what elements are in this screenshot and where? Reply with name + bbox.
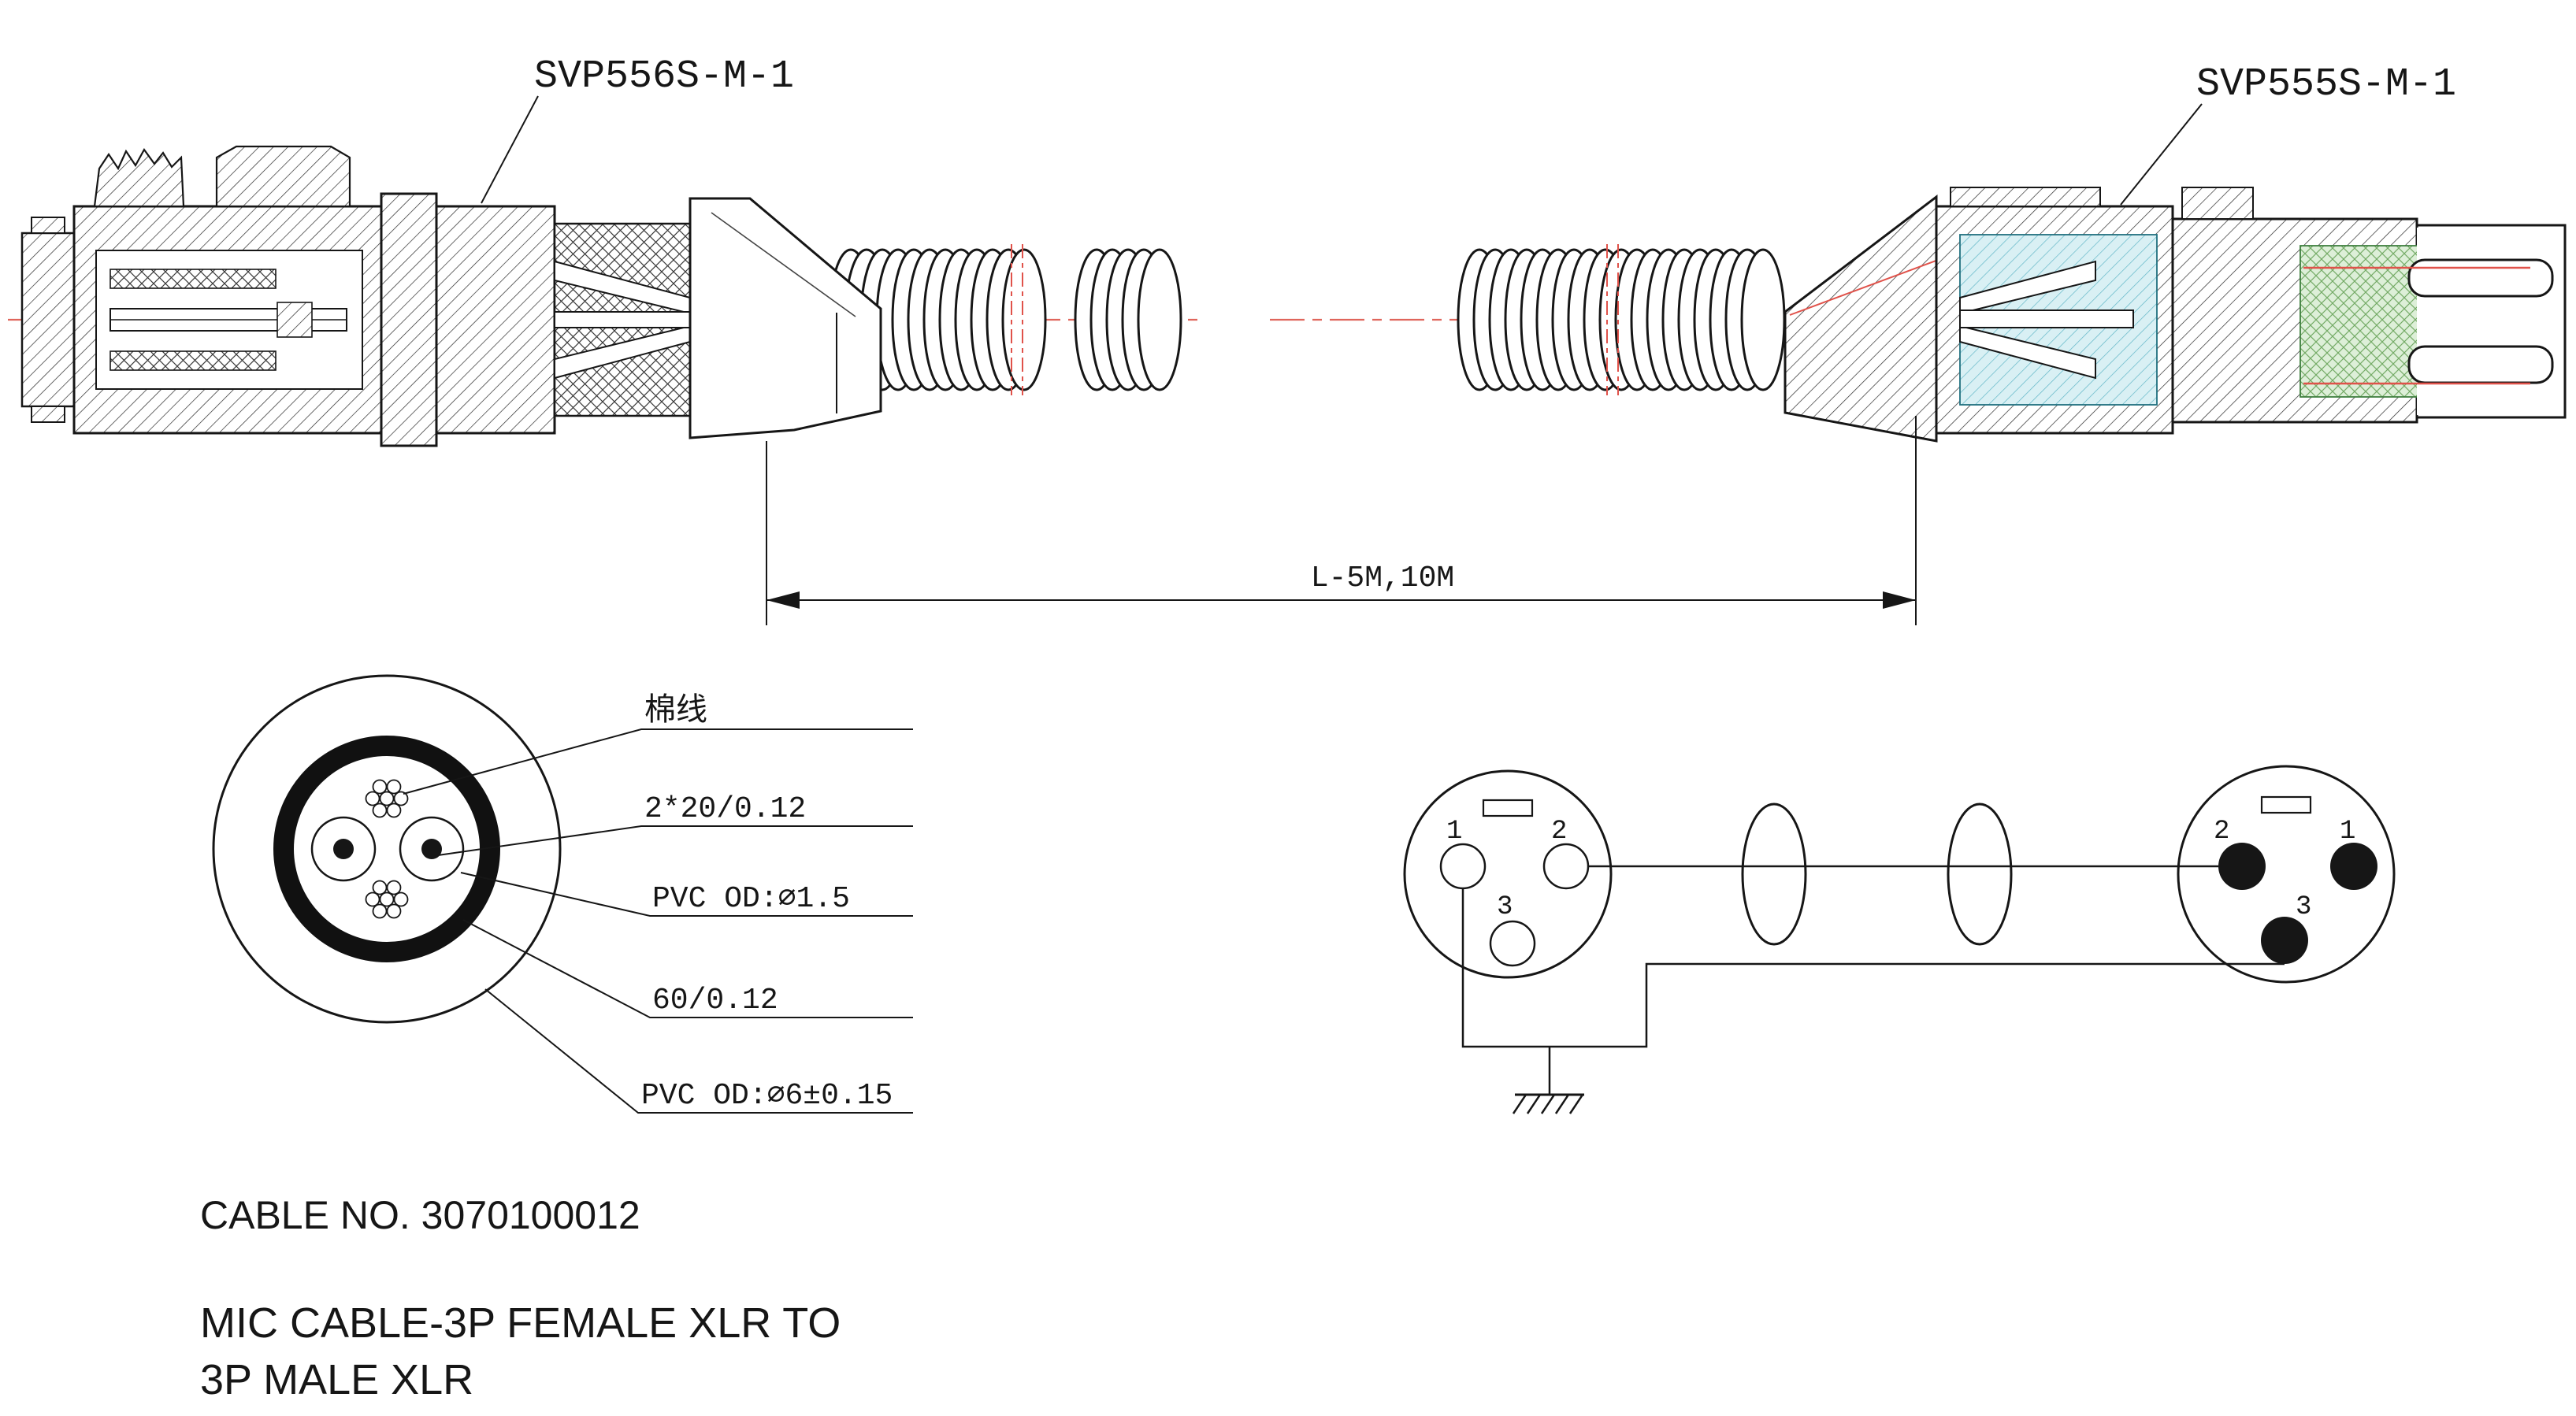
female-mid-body [435,205,556,435]
callout-pvc-od-6: PVC OD:∅6±0.15 [641,1079,893,1113]
male-pin-2 [2218,843,2266,890]
dim-arrow-left [766,591,800,609]
callout-leaders [403,728,913,1114]
length-dimension [766,416,1917,625]
male-pin-3 [2261,917,2308,964]
callout-shield-spec: 60/0.12 [652,984,778,1018]
female-pin-3 [1489,920,1536,967]
male-boot [1784,194,1938,443]
cable-description-line1: MIC CABLE-3P FEMALE XLR TO [200,1299,841,1347]
male-connector-drawing [1784,187,2567,443]
female-pin-3-label: 3 [1497,892,1513,922]
female-top-block [215,145,351,208]
left-connector-label: SVP556S-M-1 [534,54,794,99]
male-shell-outline [2417,224,2567,419]
female-latch [93,147,185,208]
cable-coil-right [1457,248,1786,391]
cable-cross-section-diagram: 棉线 2*20/0.12 PVC OD:∅1.5 60/0.12 PVC OD:… [212,674,913,1114]
male-pin-2-label: 2 [2214,817,2229,847]
part-labels: SVP556S-M-1 SVP555S-M-1 [481,54,2456,206]
female-xlr-face: 1 2 3 [1403,769,1613,979]
male-pin-1 [2330,843,2377,890]
female-pin-1-label: 1 [1446,817,1462,847]
cable-segment-1 [1741,803,1807,946]
male-pin-upper [2407,258,2554,298]
cable-description-line2: 3P MALE XLR [200,1356,473,1403]
cable-break-marks-right [1606,244,1619,395]
male-pin-3-label: 3 [2296,892,2311,922]
dim-arrow-right [1883,591,1916,609]
callout-cotton-thread: 棉线 [644,693,707,730]
shield-ring [273,736,500,962]
male-pin-1-label: 1 [2340,817,2355,847]
ground-symbol [1512,1093,1584,1114]
female-pin-2 [1542,843,1590,890]
keyway-notch-right [2260,795,2312,814]
callout-pvc-od-1-5: PVC OD:∅1.5 [652,882,850,916]
cable-break-marks-left [1011,244,1023,395]
wire-shield [1461,888,2285,1048]
length-dimension-label: L-5M,10M [1311,562,1454,595]
male-xlr-face: 2 1 3 [2177,765,2396,984]
schematic-wires [1461,865,2285,1095]
cable-segment-2 [1947,803,2013,946]
female-pin-2-label: 2 [1551,817,1567,847]
cable-number-text: CABLE NO. 3070100012 [200,1193,640,1237]
xlr-pinout-schematic: 1 2 3 2 1 3 [1403,765,2396,1114]
female-boot [689,197,882,439]
male-pin-lower [2407,345,2554,384]
title-block: CABLE NO. 3070100012 MIC CABLE-3P FEMALE… [200,1193,841,1403]
female-connector-drawing [20,145,695,447]
right-connector-label: SVP555S-M-1 [2196,62,2456,107]
cable-coil-left-stub [1074,248,1182,391]
female-rear-cap [20,232,76,408]
callout-conductor-spec: 2*20/0.12 [644,792,806,826]
female-pin-1 [1439,843,1487,890]
female-collar [380,192,438,447]
keyway-notch-left [1482,799,1534,817]
